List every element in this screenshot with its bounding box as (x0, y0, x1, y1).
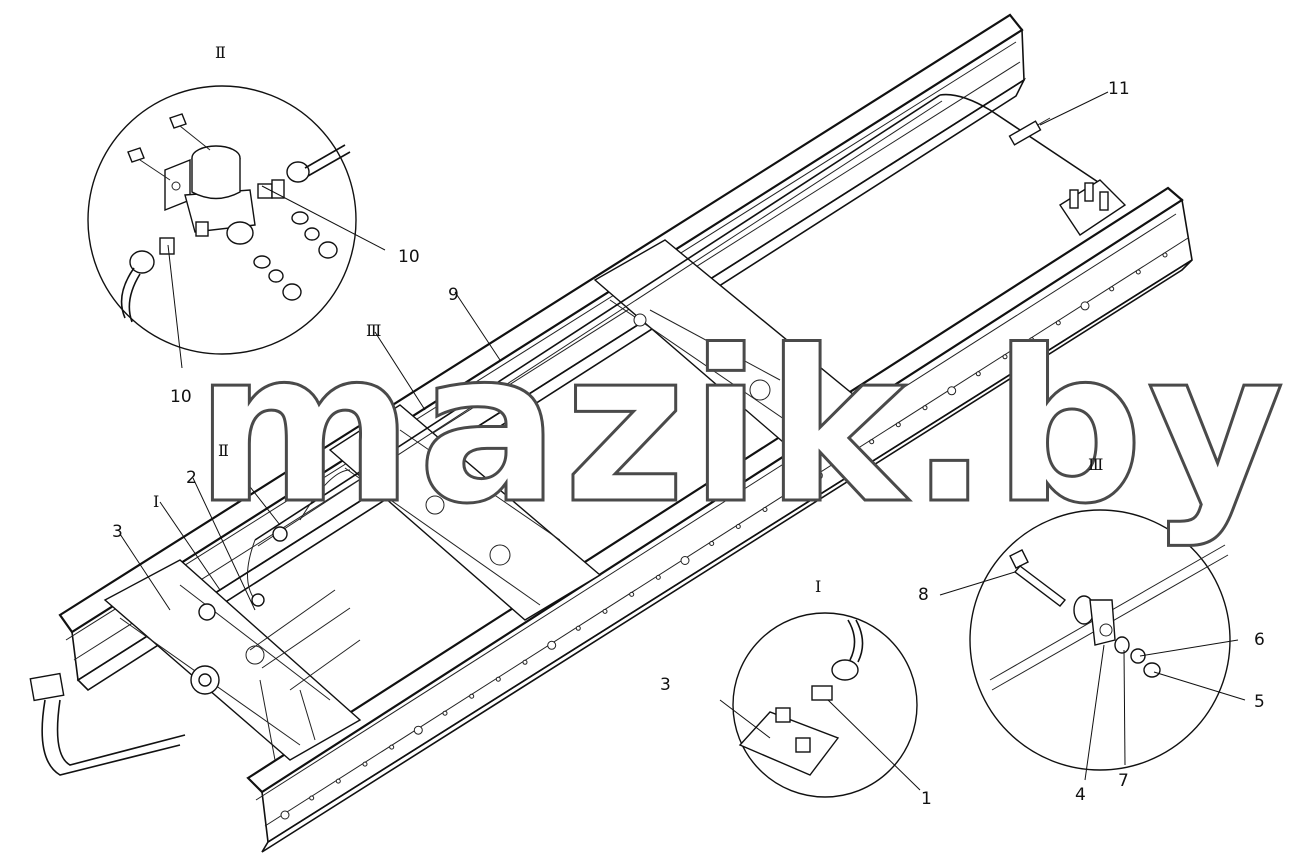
rail-hole (1109, 286, 1115, 292)
callout-10-a: 10 (398, 247, 420, 267)
rail-holes (280, 252, 1168, 820)
fittings-right (257, 144, 351, 199)
rail-hole (975, 371, 981, 377)
cross-member-middle (328, 404, 602, 621)
rail-hole (1055, 320, 1061, 326)
callout-4: 4 (1075, 785, 1086, 805)
rail-hole (1135, 269, 1141, 275)
rail-hole (813, 471, 823, 481)
rail-hole (309, 795, 315, 801)
cross-member-front (103, 559, 362, 761)
detail-view-II (87, 85, 386, 369)
bolts (127, 113, 211, 181)
rail-hole (922, 405, 928, 411)
rail-hole (335, 778, 341, 784)
rail-hole (947, 386, 957, 396)
callout-8: 8 (918, 585, 929, 605)
rail-hole (602, 608, 608, 614)
front-coupling-hose (29, 603, 220, 776)
rail-hole (655, 574, 661, 580)
detail-view-I (719, 612, 921, 798)
callout-3-main: 3 (112, 522, 123, 542)
rail-hole (895, 422, 901, 428)
rail-hole (1080, 301, 1090, 311)
detail-view-III (939, 509, 1246, 781)
rail-hole (280, 810, 290, 820)
rail-hole (680, 556, 690, 565)
relay-valve (164, 145, 256, 245)
chassis-frame (29, 13, 1193, 853)
rail-hole (709, 541, 715, 546)
watermark-text: mazik.by (195, 305, 1288, 550)
callout-3-detail: 3 (660, 675, 671, 695)
main-leader-lines (119, 91, 1109, 611)
callout-9: 9 (448, 285, 459, 305)
label-detail-III: Ⅲ (1088, 455, 1103, 474)
label-detail-I: I (815, 577, 821, 596)
callout-labels: 1 2 3 3 4 5 6 7 8 9 10 10 11 (112, 79, 1265, 809)
label-main-II: Ⅱ (218, 441, 229, 460)
callout-5: 5 (1254, 692, 1265, 712)
right-side-rail (246, 186, 1193, 853)
cross-member-rear (593, 239, 862, 449)
roman-labels: Ⅱ I Ⅲ Ⅱ I Ⅲ (153, 43, 1103, 596)
callout-7: 7 (1118, 771, 1129, 791)
rail-hole (1162, 252, 1168, 258)
rail-hole (1029, 337, 1035, 343)
rail-hole (1002, 354, 1008, 360)
callout-1: 1 (921, 789, 932, 809)
nuts-and-washers (253, 211, 338, 301)
rail-hole (735, 524, 741, 529)
rail-hole (629, 591, 635, 597)
fittings-left (120, 237, 175, 323)
brake-chamber-small (251, 526, 288, 607)
rail-hole (442, 710, 448, 716)
rail-hole (789, 490, 795, 496)
rail-hole (762, 507, 768, 512)
rail-hole (389, 744, 395, 750)
rail-hole (495, 676, 501, 682)
callout-11: 11 (1108, 79, 1130, 99)
leader-lines-II (167, 185, 386, 369)
valve-unit-top-right (1008, 117, 1127, 236)
rail-hole (575, 625, 581, 631)
callout-10-b: 10 (170, 387, 192, 407)
rail-hole (869, 439, 875, 445)
rail-hole (362, 761, 368, 767)
label-main-I: I (153, 492, 159, 511)
air-receiver-tank (249, 589, 361, 691)
rail-hole (413, 725, 423, 735)
label-detail-II: Ⅱ (215, 43, 226, 62)
air-pipe-line (247, 93, 1111, 601)
rail-hole (842, 456, 848, 462)
callout-2: 2 (186, 468, 197, 488)
label-main-III: Ⅲ (366, 321, 381, 340)
callout-6: 6 (1254, 630, 1265, 650)
rail-hole (522, 659, 528, 665)
rail-hole (469, 693, 475, 699)
rail-hole (547, 640, 557, 650)
